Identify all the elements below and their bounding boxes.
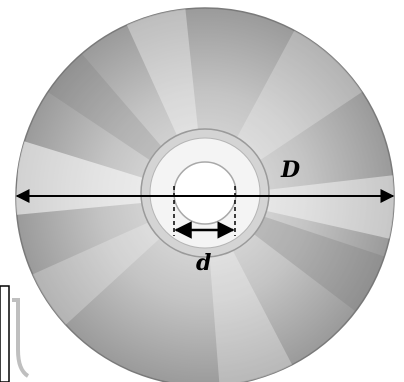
outer-diameter-label: D xyxy=(280,157,300,183)
outer-diameter-dimension: D xyxy=(15,157,395,203)
inner-diameter-dimension: d xyxy=(173,186,236,276)
inner-diameter-label: d xyxy=(196,250,211,276)
center-hole xyxy=(173,161,237,225)
left-edge-fragment xyxy=(0,285,30,382)
compact-disc xyxy=(15,7,395,382)
